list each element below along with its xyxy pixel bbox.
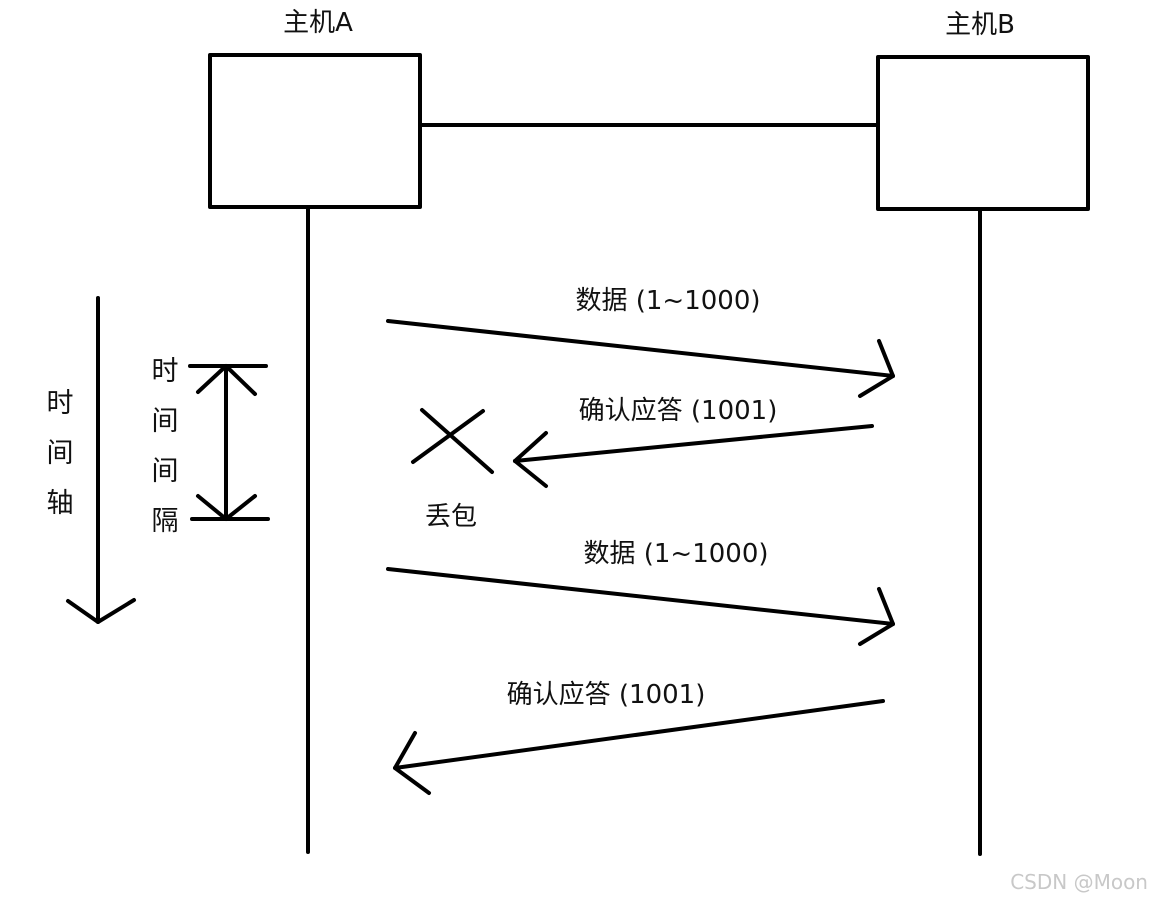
message-1-arrow-head [858,339,895,398]
host-a-box [208,53,422,209]
time-axis-label-char-3: 轴 [47,488,74,519]
message-2-arrow-shaft [513,424,874,463]
host-b-box [876,55,1090,211]
lost-cross-stroke-2 [411,409,485,464]
message-1-arrow-shaft [386,319,895,378]
message-1: 数据 (1~1000) [386,286,895,398]
lost-packet-marker: 丢包 [411,408,494,532]
message-2-label: 确认应答 (1001) [579,396,778,426]
time-axis-arrow-head [66,598,136,624]
time-interval-label-char-1: 时 [152,356,179,387]
time-interval-label-char-2: 间 [152,406,179,437]
host-b: 主机B [876,10,1090,856]
message-4: 确认应答 (1001) [393,680,885,795]
message-3-label: 数据 (1~1000) [583,539,768,569]
time-interval-label-char-3: 间 [152,456,179,487]
lost-packet-label: 丢包 [425,502,477,532]
time-interval-bottom-arrow-head [196,494,257,521]
time-axis-label-char-2: 间 [47,438,74,469]
message-3: 数据 (1~1000) [386,539,895,646]
message-4-arrow-shaft [393,699,885,770]
time-interval-label-char-4: 隔 [152,506,179,537]
message-2-arrow-head [513,431,548,488]
message-2: 确认应答 (1001) [513,396,874,488]
watermark: CSDN @Moon [1010,870,1148,894]
time-interval-top-arrow-head [196,364,257,396]
message-3-arrow-shaft [386,567,895,626]
lost-cross-stroke-1 [420,408,494,474]
message-3-arrow-head [858,587,895,646]
time-axis-label-char-1: 时 [47,388,74,419]
host-a-label: 主机A [283,8,353,38]
message-4-arrow-head [393,731,431,795]
time-interval: 时 间 间 隔 [152,356,270,537]
host-b-label: 主机B [945,10,1015,40]
time-axis: 时 间 轴 [47,296,136,624]
message-4-label: 确认应答 (1001) [507,680,706,710]
host-a: 主机A [208,8,422,854]
message-1-label: 数据 (1~1000) [575,286,760,316]
